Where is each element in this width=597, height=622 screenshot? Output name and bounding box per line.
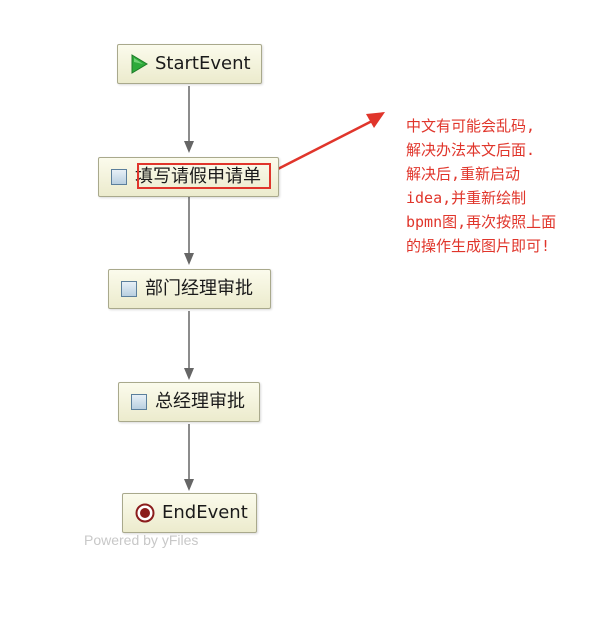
task-icon <box>121 281 137 297</box>
edge-fill-to-dept <box>184 197 194 265</box>
edge-start-to-fill <box>184 86 194 153</box>
end-event-icon <box>135 503 155 523</box>
annotation-line: bpmn图,再次按照上面 <box>406 213 557 231</box>
annotation-line: 中文有可能会乱码, <box>406 117 536 135</box>
highlight-box <box>137 163 271 189</box>
annotation-line: 解决后,重新启动 <box>406 165 521 183</box>
edge-dept-to-gm <box>184 311 194 380</box>
annotation-line: 解决办法本文后面. <box>406 141 536 159</box>
yfiles-watermark: Powered by yFiles <box>84 532 199 548</box>
annotation-arrow <box>271 112 385 174</box>
annotation-note: 中文有可能会乱码, 解决办法本文后面. 解决后,重新启动 idea,并重新绘制 … <box>406 114 556 258</box>
dept-manager-approval-label: 部门经理审批 <box>145 278 253 299</box>
start-event-node[interactable]: StartEvent <box>117 44 262 84</box>
edge-gm-to-end <box>184 424 194 491</box>
annotation-line: idea,并重新绘制 <box>406 189 527 207</box>
play-icon <box>131 54 148 74</box>
end-event-label: EndEvent <box>162 502 248 523</box>
general-manager-approval-label: 总经理审批 <box>155 391 245 412</box>
task-icon <box>111 169 127 185</box>
annotation-line: 的操作生成图片即可! <box>406 237 551 255</box>
fill-leave-form-label: 填写请假申请单 <box>135 166 261 187</box>
end-event-node[interactable]: EndEvent <box>122 493 257 533</box>
dept-manager-approval-task[interactable]: 部门经理审批 <box>108 269 271 309</box>
start-event-label: StartEvent <box>155 53 251 74</box>
task-icon <box>131 394 147 410</box>
general-manager-approval-task[interactable]: 总经理审批 <box>118 382 260 422</box>
